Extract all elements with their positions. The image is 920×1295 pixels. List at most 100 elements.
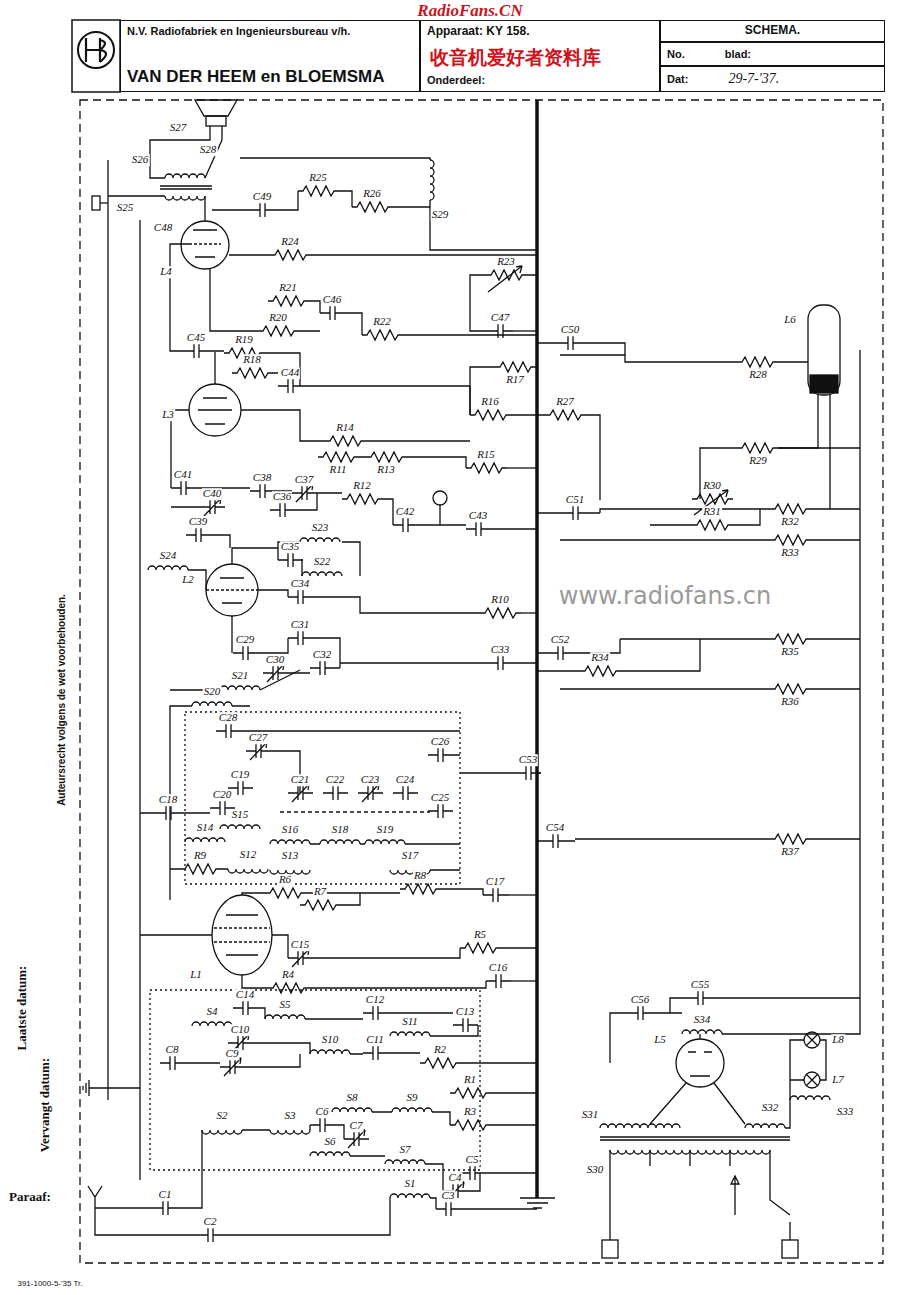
part-ref: R4: [281, 969, 295, 981]
part-ref: C12: [365, 994, 385, 1006]
part-ref: R13: [376, 464, 396, 476]
part-ref: S16: [281, 824, 300, 836]
part-ref: C49: [252, 191, 272, 203]
part-ref: R9: [193, 850, 207, 862]
part-ref: C32: [312, 649, 332, 661]
part-ref: R20: [268, 312, 288, 324]
part-ref: L1: [189, 969, 203, 981]
cell-text: No.: [667, 48, 685, 61]
cell-text: N.V. Radiofabriek en Ingenieursbureau v/…: [127, 25, 413, 38]
part-ref: C44: [280, 367, 300, 379]
part-ref: S7: [399, 1144, 412, 1156]
part-ref: L4: [159, 266, 173, 278]
part-ref: R18: [242, 354, 262, 366]
part-ref: C17: [485, 876, 505, 888]
part-ref: C50: [560, 324, 580, 336]
part-ref: R28: [748, 369, 768, 381]
print-code: 391-1000-5-'35 Tr.: [16, 1280, 83, 1288]
part-ref: S15: [231, 809, 250, 821]
part-ref: S29: [431, 209, 450, 221]
part-ref: C43: [468, 510, 488, 522]
cell-text: Apparaat: KY 158.: [427, 25, 653, 39]
part-ref: C34: [290, 578, 310, 590]
part-ref: R6: [278, 874, 292, 886]
part-ref: S1: [404, 1178, 417, 1190]
part-ref: S32: [761, 1102, 780, 1114]
part-ref: C16: [488, 962, 508, 974]
part-ref: C31: [290, 619, 310, 631]
part-ref: C46: [322, 294, 342, 306]
part-ref: R2: [433, 1044, 447, 1056]
cell-text: VAN DER HEEM en BLOEMSMA: [127, 67, 413, 87]
part-ref: R1: [463, 1074, 477, 1086]
part-ref: S34: [693, 1014, 712, 1026]
part-ref: R14: [335, 422, 355, 434]
part-ref: S8: [346, 1092, 359, 1104]
part-ref: L6: [783, 314, 797, 326]
part-ref: R35: [780, 646, 800, 658]
part-ref: R11: [329, 464, 348, 476]
part-ref: C51: [565, 494, 585, 506]
part-ref: C7: [349, 1120, 364, 1132]
part-ref: R8: [413, 870, 427, 882]
part-ref: S31: [581, 1109, 600, 1121]
part-ref: C24: [395, 774, 415, 786]
part-ref: C26: [430, 736, 450, 748]
part-ref: R12: [352, 480, 372, 492]
title-block-cell: N.V. Radiofabriek en Ingenieursbureau v/…: [120, 20, 420, 92]
part-ref: S28: [199, 144, 218, 156]
part-ref: C54: [545, 822, 565, 834]
part-ref: S24: [159, 550, 178, 562]
part-ref: C5: [465, 1154, 480, 1166]
watermark: 收音机爱好者资料库: [429, 48, 602, 68]
part-ref: C41: [173, 469, 193, 481]
part-ref: R33: [780, 547, 800, 559]
part-ref: R3: [463, 1106, 477, 1118]
part-ref: R29: [748, 455, 768, 467]
part-ref: C56: [630, 994, 650, 1006]
part-ref: R21: [278, 282, 298, 294]
part-ref: C55: [690, 979, 710, 991]
part-ref: C29: [235, 634, 255, 646]
part-ref: C36: [272, 491, 292, 503]
part-ref: S18: [331, 824, 350, 836]
part-ref: R36: [780, 696, 800, 708]
part-ref: S5: [279, 999, 292, 1011]
part-ref: C22: [325, 774, 345, 786]
part-ref: S25: [116, 202, 135, 214]
part-ref: C28: [218, 712, 238, 724]
part-ref: R25: [308, 172, 328, 184]
part-ref: R27: [555, 396, 575, 408]
part-ref: S6: [324, 1136, 337, 1148]
part-ref: C19: [230, 769, 250, 781]
part-ref: S17: [401, 850, 420, 862]
part-ref: C15: [290, 939, 310, 951]
part-ref: S22: [313, 556, 332, 568]
part-ref: C53: [518, 754, 538, 766]
cell-text: Onderdeel:: [427, 74, 653, 87]
part-ref: R32: [780, 516, 800, 528]
part-ref: C9: [225, 1048, 240, 1060]
part-ref: R19: [234, 334, 254, 346]
part-ref: S27: [169, 122, 188, 134]
cell-text: 29-7-'37.: [728, 71, 779, 87]
part-ref: C38: [252, 472, 272, 484]
part-ref: C37: [294, 474, 314, 486]
part-ref: S19: [376, 824, 395, 836]
part-ref: C4: [448, 1172, 463, 1184]
part-ref: C20: [212, 789, 232, 801]
watermark: www.radiofans.cn: [558, 584, 772, 609]
part-ref: S30: [586, 1164, 605, 1176]
part-ref: C21: [290, 774, 310, 786]
part-ref: C10: [230, 1024, 250, 1036]
part-ref: C45: [186, 332, 206, 344]
margin-note: Vervangt datum:: [38, 1057, 52, 1154]
part-ref: R30: [702, 480, 722, 492]
title-block-cell: Dat:29-7-'37.: [660, 66, 885, 92]
part-ref: C35: [280, 541, 300, 553]
part-ref: C2: [203, 1216, 218, 1228]
part-ref: C23: [360, 774, 380, 786]
part-ref: C27: [248, 732, 268, 744]
title-block-cell: No.blad:: [660, 42, 885, 66]
part-ref: C18: [158, 794, 178, 806]
